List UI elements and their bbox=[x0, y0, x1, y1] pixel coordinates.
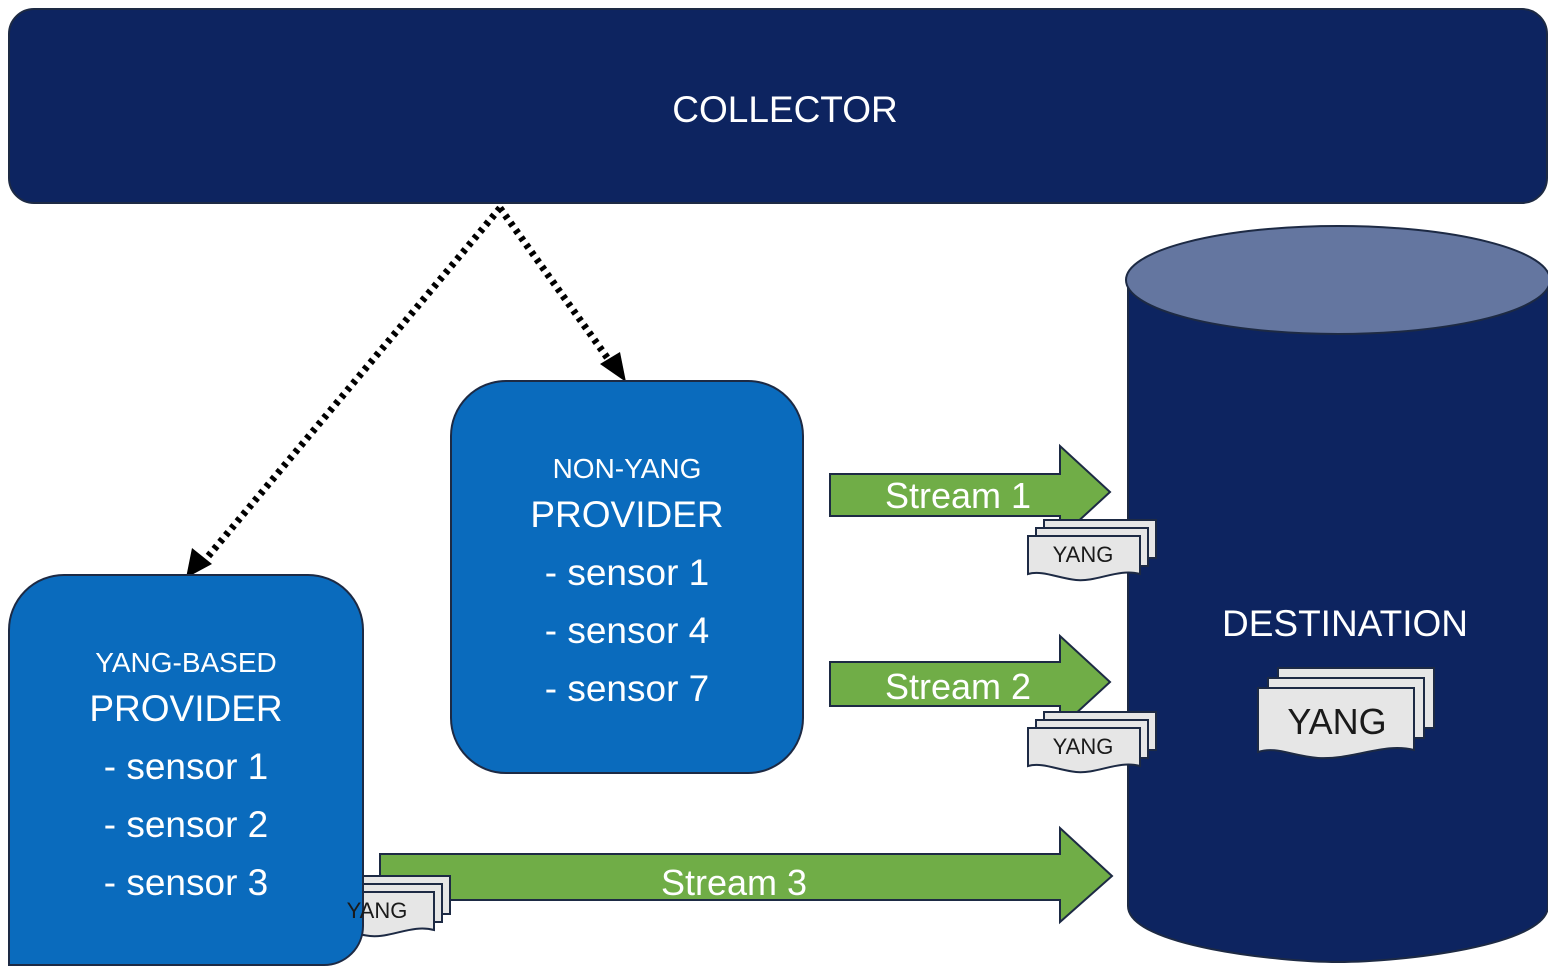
destination-label: DESTINATION bbox=[1222, 603, 1468, 644]
yang-document-label: YANG bbox=[1052, 542, 1114, 567]
sensor-item: - sensor 1 bbox=[103, 746, 269, 787]
provider-type-label: YANG-BASED bbox=[95, 647, 277, 678]
sensor-item: - sensor 4 bbox=[544, 610, 710, 651]
stream-3-arrow bbox=[379, 825, 1114, 925]
collector-to-nonyang-provider-connector bbox=[497, 205, 626, 382]
sensor-item: - sensor 3 bbox=[103, 862, 269, 903]
destination-cylinder bbox=[1125, 225, 1548, 964]
sensor-item: - sensor 2 bbox=[103, 804, 269, 845]
sensor-item: - sensor 1 bbox=[544, 552, 710, 593]
stream-2-arrow bbox=[829, 633, 1112, 731]
provider-type-label: NON-YANG bbox=[552, 453, 702, 484]
destination-yang-label: YANG bbox=[1287, 701, 1387, 742]
yang-document-label: YANG bbox=[346, 898, 408, 923]
collector-label: COLLECTOR bbox=[672, 89, 898, 130]
provider-title: PROVIDER bbox=[89, 688, 283, 729]
collector-to-yang-provider-connector bbox=[186, 205, 503, 578]
stream-1-label: Stream 1 bbox=[884, 475, 1032, 516]
sensor-item: - sensor 7 bbox=[544, 668, 710, 709]
stream-3-label: Stream 3 bbox=[660, 862, 808, 903]
non-yang-provider-box: NON-YANG PROVIDER - sensor 1 - sensor 4 … bbox=[450, 380, 804, 774]
yang-based-provider-box: YANG-BASED PROVIDER - sensor 1 - sensor … bbox=[8, 574, 364, 966]
collector-box bbox=[8, 8, 1548, 204]
stream-1-arrow bbox=[829, 443, 1112, 541]
yang-document-label: YANG bbox=[1052, 734, 1114, 759]
provider-title: PROVIDER bbox=[530, 494, 724, 535]
stream-2-label: Stream 2 bbox=[884, 666, 1032, 707]
destination-yang-document-icon bbox=[1257, 667, 1435, 760]
